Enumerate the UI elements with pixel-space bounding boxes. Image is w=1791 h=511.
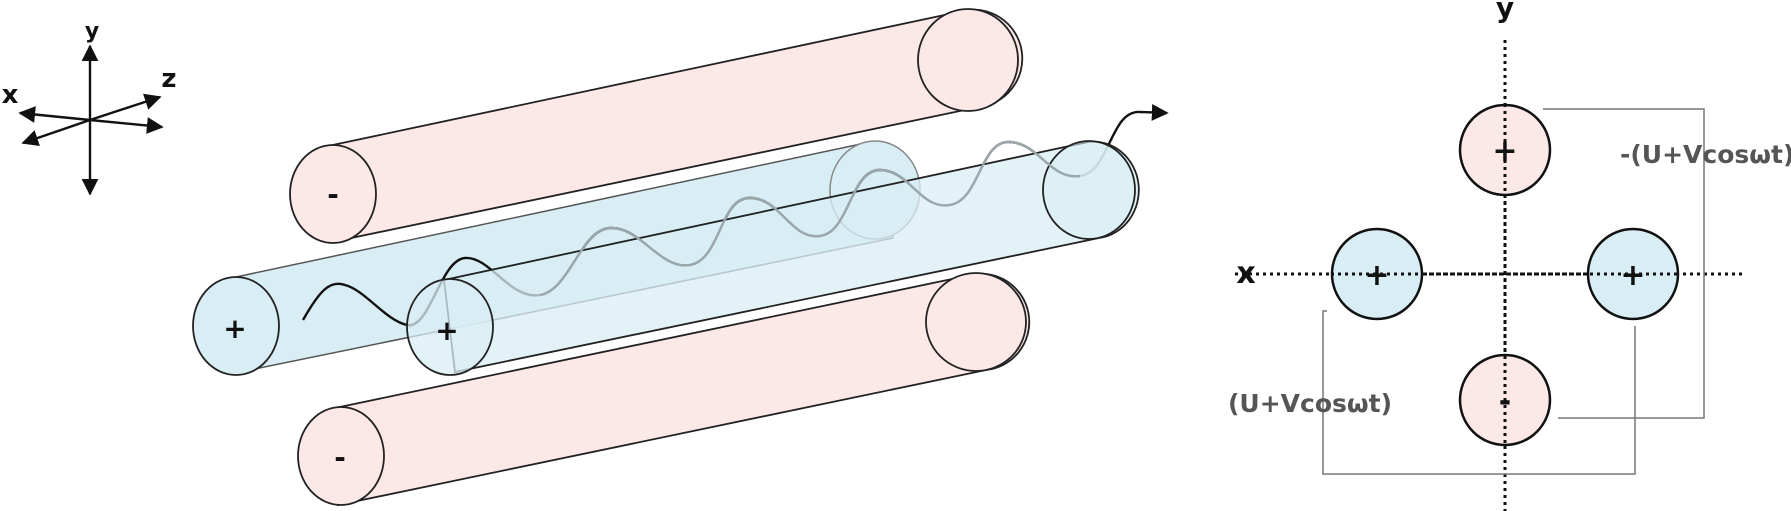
rod-top-sign: - <box>327 178 339 211</box>
rod-top-negative <box>289 8 1024 244</box>
neg-x-axis-arrow <box>89 117 164 134</box>
wire-positive <box>1322 310 1636 475</box>
axis-indicator-3d <box>18 44 164 196</box>
cs-x-label: x <box>1236 256 1255 291</box>
rod-bottom-negative <box>297 272 1031 507</box>
voltage-negative-label: -(U+Vcosωt) <box>1620 140 1791 169</box>
axis3d-x-label: x <box>2 80 19 110</box>
cs-bottom-sign: - <box>1499 384 1511 419</box>
rod-left-sign: + <box>223 312 246 345</box>
neg-z-axis-arrow <box>21 118 91 147</box>
cs-right-sign: + <box>1620 258 1645 293</box>
axis3d-y-label: y <box>85 19 99 44</box>
ion-trajectory-occluded <box>539 140 1081 297</box>
wire-negative <box>1543 108 1705 419</box>
rod-bottom-sign: - <box>334 441 346 474</box>
rod-front-positive <box>406 140 1140 376</box>
cs-y-label: y <box>1496 0 1514 24</box>
cs-left-sign: + <box>1364 258 1389 293</box>
axis3d-z-label: z <box>161 64 176 94</box>
trajectory-exit-arrow <box>1139 104 1169 121</box>
cross-section <box>1235 40 1745 511</box>
rod-right-sign: + <box>435 314 458 347</box>
x-axis-arrow <box>18 106 91 123</box>
voltage-positive-label: (U+Vcosωt) <box>1228 389 1392 418</box>
z-axis-arrow <box>89 93 162 122</box>
cs-top-sign: + <box>1492 134 1517 169</box>
